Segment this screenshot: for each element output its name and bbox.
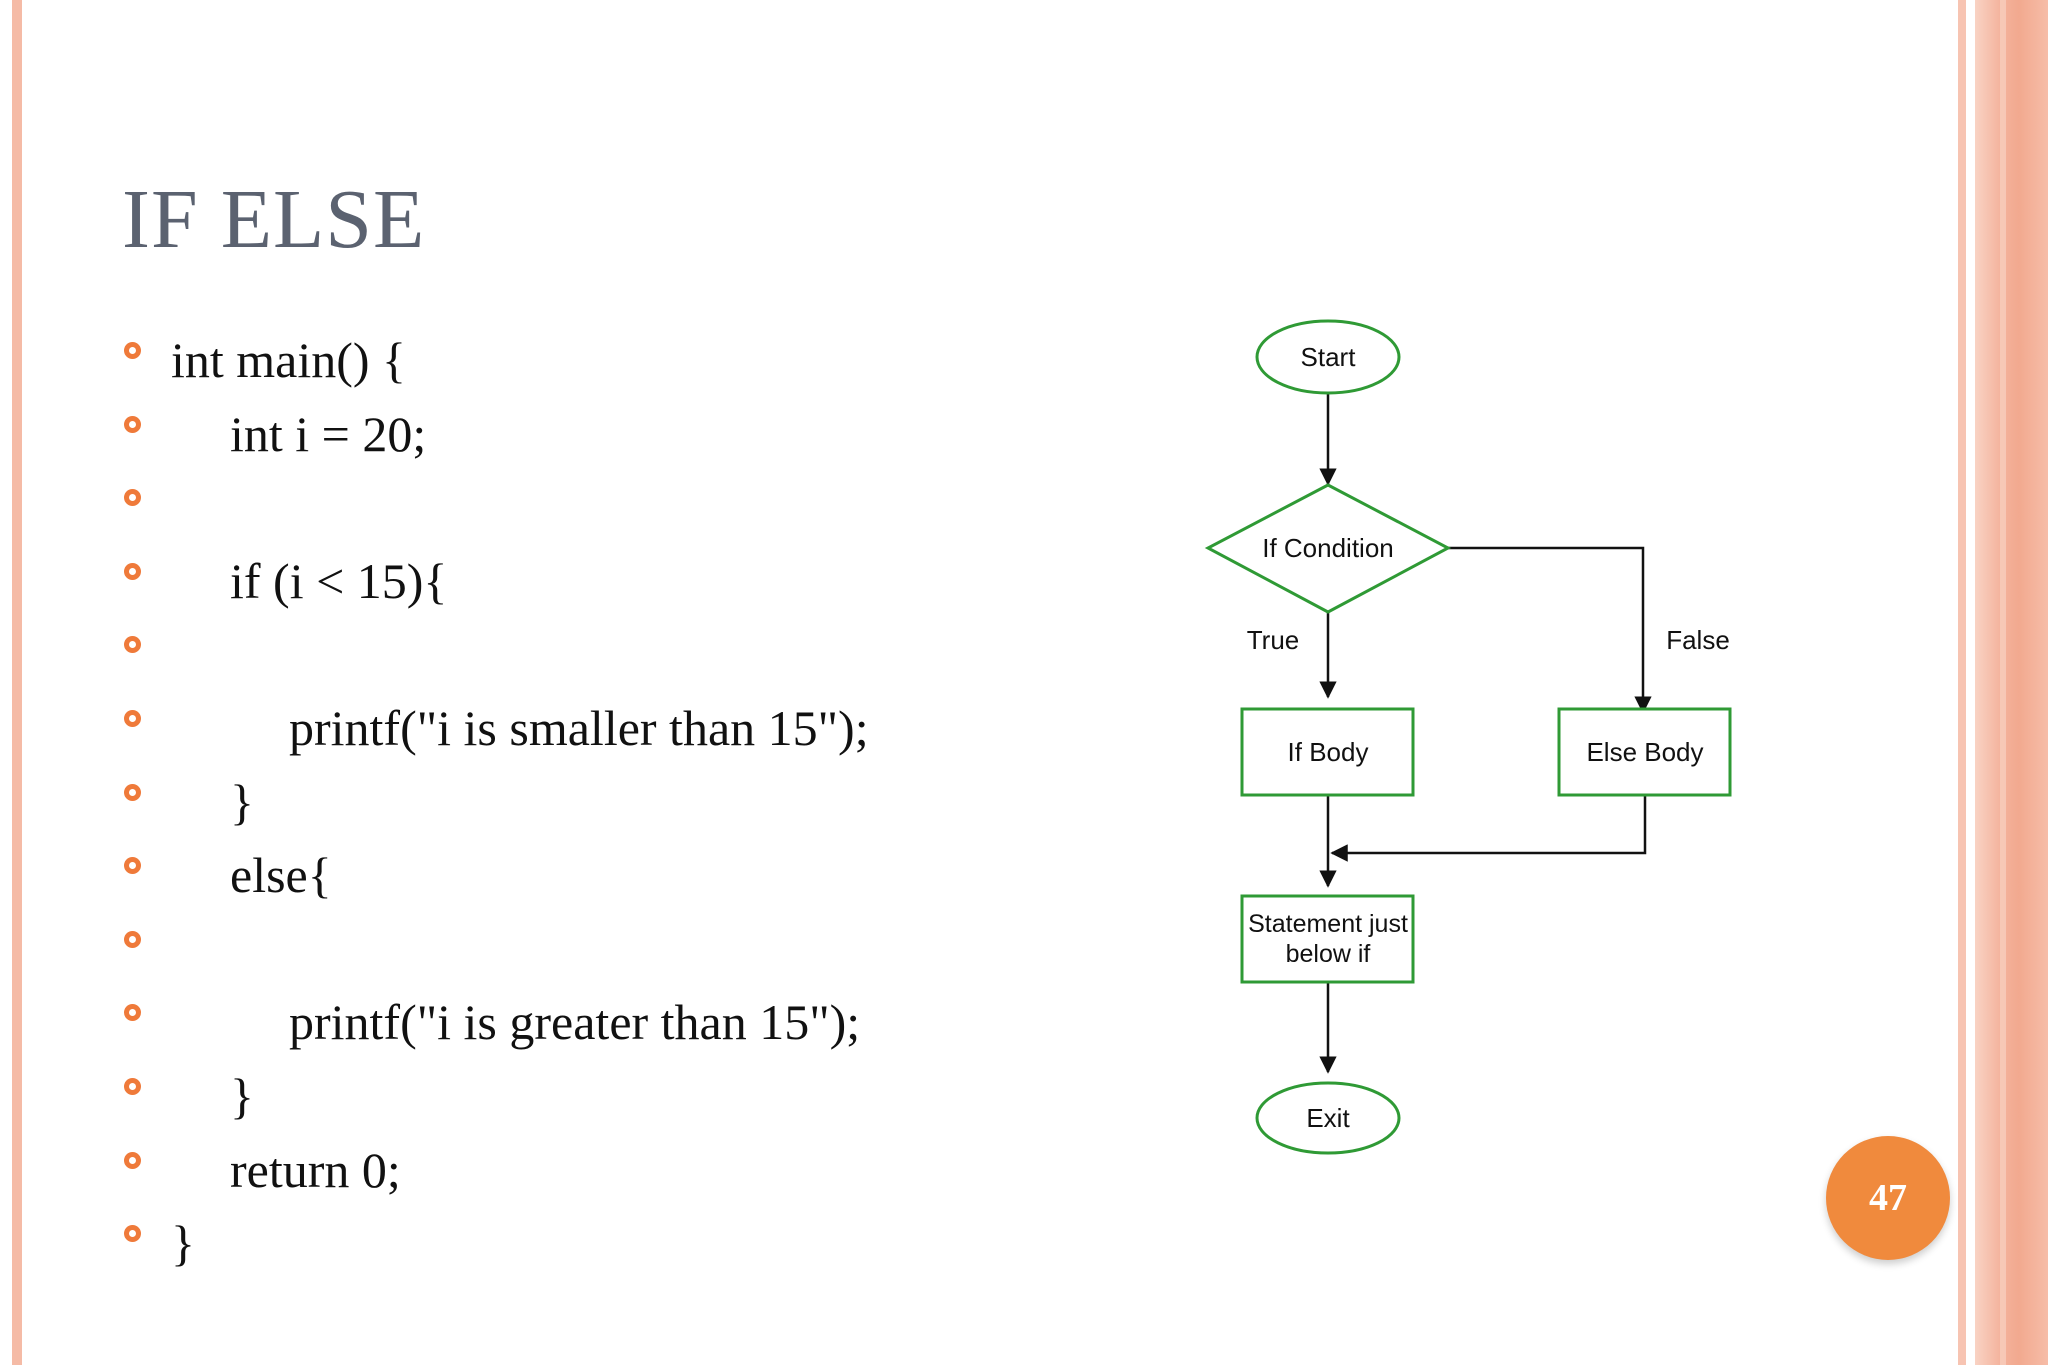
bullet-circle-icon xyxy=(124,562,141,580)
statement-label-line1: Statement just xyxy=(1248,910,1408,938)
code-text: printf("i is greater than 15"); xyxy=(289,994,861,1051)
false-branch-label: False xyxy=(1666,625,1730,655)
bullet-circle-icon xyxy=(124,342,141,359)
bullet-circle-icon xyxy=(124,1004,141,1022)
right-decor-highlight xyxy=(2000,0,2006,1365)
code-text: } xyxy=(171,1215,195,1272)
bullet-circle-icon xyxy=(124,636,141,654)
page-number: 47 xyxy=(1869,1177,1907,1219)
code-text: int i = 20; xyxy=(230,405,427,462)
code-text: if (i < 15){ xyxy=(230,552,448,609)
if-body-label: If Body xyxy=(1288,737,1369,767)
else-body-box xyxy=(1557,707,1732,797)
condition-diamond xyxy=(1204,483,1452,614)
start-label: Start xyxy=(1301,342,1357,372)
if-else-flowchart: Start If Condition True False If Body El… xyxy=(1204,319,1732,1155)
bullet-circle-icon xyxy=(124,1077,141,1095)
statement-label-line2: below if xyxy=(1286,940,1371,968)
exit-label: Exit xyxy=(1306,1103,1350,1133)
page-number-badge: 47 xyxy=(1826,1136,1950,1260)
code-text: } xyxy=(230,1067,254,1124)
code-text: } xyxy=(230,773,254,830)
arrow-else-body-merge xyxy=(1330,795,1647,862)
statement-box xyxy=(1240,894,1415,984)
start-terminal xyxy=(1255,319,1401,395)
bullet-circle-icon xyxy=(124,709,141,727)
right-decor-band xyxy=(1975,0,2048,1365)
bullet-circle-icon xyxy=(124,1151,141,1169)
code-text: int main() { xyxy=(171,332,407,388)
code-text: return 0; xyxy=(230,1141,401,1198)
if-body-box xyxy=(1240,707,1415,797)
else-body-label: Else Body xyxy=(1586,737,1703,767)
bullet-circle-icon xyxy=(124,930,141,948)
true-branch-label: True xyxy=(1247,625,1300,655)
slide-title: IF ELSE xyxy=(122,173,426,266)
code-text: else{ xyxy=(230,847,332,904)
bullet-circle-icon xyxy=(124,489,141,507)
bullet-circle-icon xyxy=(124,857,141,875)
right-decor-stripe xyxy=(1958,0,1966,1365)
bullet-circle-icon xyxy=(124,415,141,433)
condition-label: If Condition xyxy=(1262,533,1394,563)
arrow-condition-to-else-body xyxy=(1448,546,1652,714)
bullet-circle-icon xyxy=(124,783,141,801)
code-text: printf("i is smaller than 15"); xyxy=(289,699,869,756)
left-border xyxy=(12,0,22,1365)
exit-terminal xyxy=(1255,1081,1401,1155)
bullet-circle-icon xyxy=(124,1225,141,1243)
